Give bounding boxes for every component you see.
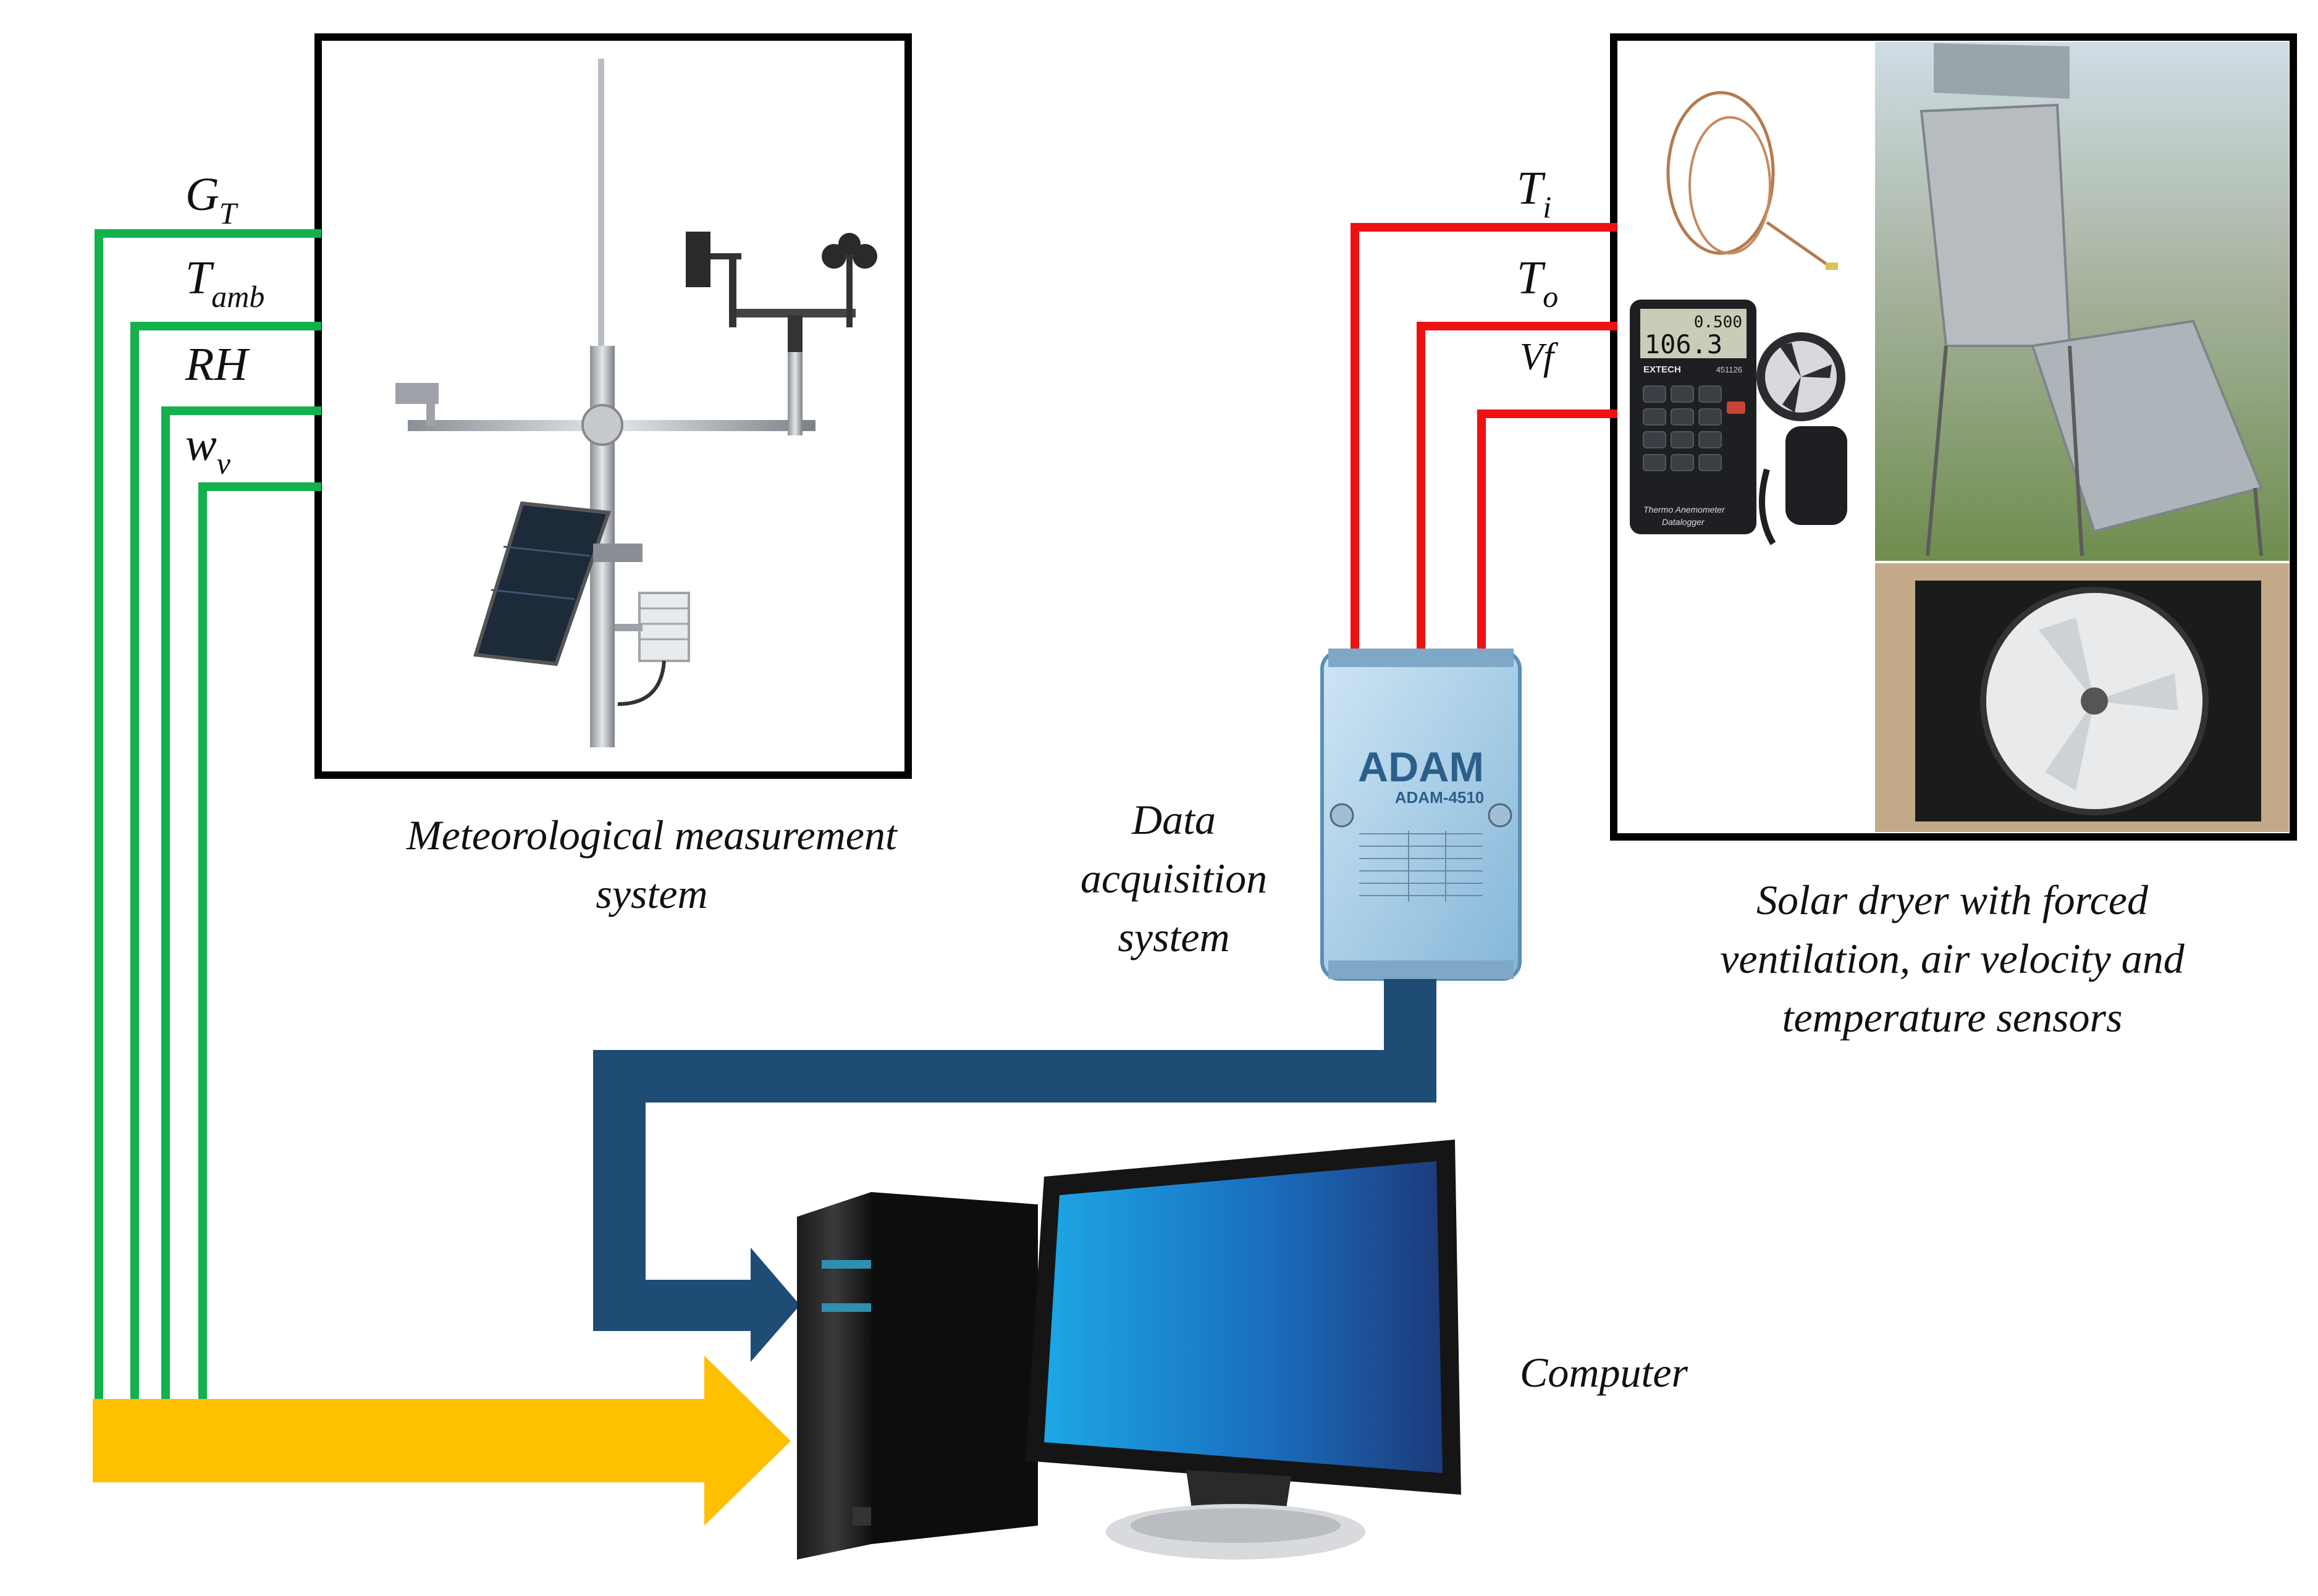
daq-caption-line2: acquisition — [1081, 855, 1267, 902]
meteo-signal-labels: GT Tamb RH wv — [185, 169, 264, 481]
daq-caption-line1: Data — [1131, 796, 1216, 843]
solar-dryer-panel: 0.500 106.3 EXTECH 451126 Thermo Anemome… — [1610, 33, 2297, 841]
signal-label-ti: Ti — [1517, 162, 1551, 224]
wire-gt — [95, 229, 321, 1402]
anemometer-brand: EXTECH — [1643, 364, 1681, 375]
meteo-caption-line1: Meteorological measurement — [406, 812, 898, 859]
anemometer-model: 451126 — [1716, 365, 1742, 374]
signal-label-wv: wv — [185, 419, 231, 481]
anemometer-reading-main: 106.3 — [1645, 329, 1722, 359]
meteo-wires — [95, 229, 321, 1402]
signal-label-vf: Vf — [1520, 336, 1559, 378]
solar-dryer-photo — [1875, 42, 2289, 561]
daq-to-computer-arrow — [593, 979, 1436, 1362]
weather-station-image — [395, 59, 877, 747]
fan-photo — [1875, 563, 2289, 832]
computer-caption: Computer — [1520, 1349, 1688, 1396]
dryer-wires — [1351, 223, 1617, 655]
wire-tamb — [130, 322, 321, 1402]
wire-rh — [161, 406, 321, 1402]
anemometer-datalogger-image: 0.500 106.3 EXTECH 451126 Thermo Anemome… — [1630, 300, 1847, 545]
signal-label-rh: RH — [185, 338, 250, 390]
dryer-caption-line2: ventilation, air velocity and — [1720, 935, 2185, 982]
meteo-caption-line2: system — [596, 870, 707, 917]
signal-label-gt: GT — [185, 169, 238, 230]
wire-to — [1417, 322, 1617, 655]
anemometer-caption-2: Datalogger — [1662, 517, 1705, 527]
wire-vf — [1477, 410, 1617, 655]
dryer-signal-labels: Ti To Vf — [1517, 162, 1559, 378]
signal-label-tamb: Tamb — [185, 252, 264, 314]
data-acquisition-module: ADAM ADAM-4510 — [1320, 649, 1522, 981]
dryer-caption-line1: Solar dryer with forced — [1756, 876, 2149, 923]
signal-label-to: To — [1517, 252, 1558, 314]
wire-ti — [1351, 223, 1617, 655]
daq-model: ADAM-4510 — [1395, 788, 1485, 807]
anemometer-caption-1: Thermo Anemometer — [1643, 505, 1726, 514]
meteo-to-computer-arrow — [93, 1356, 791, 1526]
dryer-caption-line3: temperature sensors — [1782, 994, 2123, 1041]
daq-caption-line3: system — [1118, 914, 1229, 960]
meteo-station-panel — [314, 33, 912, 779]
computer-image — [797, 1140, 1461, 1560]
thermocouple-image — [1666, 91, 1838, 270]
daq-brand: ADAM — [1358, 744, 1484, 791]
wire-wv — [198, 482, 321, 1402]
anemometer-reading-top: 0.500 — [1694, 313, 1742, 332]
